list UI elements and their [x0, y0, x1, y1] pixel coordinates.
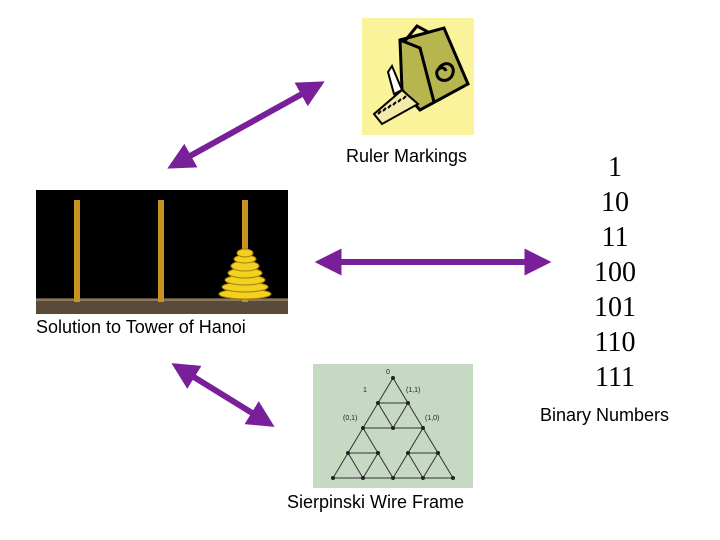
- sierpinski-node-label: (1,0): [425, 415, 439, 422]
- arrow-hanoi-ruler: [167, 81, 325, 169]
- tower-of-hanoi-label: Solution to Tower of Hanoi: [36, 317, 246, 337]
- sierpinski-graph-image: 0 1 (1,1) (1,0) (0,1): [331, 369, 455, 480]
- tape-measure-icon: [372, 24, 470, 126]
- sierpinski-node-label: (1,1): [406, 387, 420, 394]
- sierpinski-node-label: (0,1): [343, 415, 357, 422]
- binary-numbers-list: 1 10 11 100 101 110 111: [575, 150, 655, 395]
- binary-numbers-label: Binary Numbers: [540, 405, 670, 425]
- binary-number: 11: [601, 222, 629, 253]
- binary-number: 100: [594, 257, 636, 288]
- binary-number: 1: [608, 152, 622, 183]
- binary-number: 110: [594, 327, 636, 358]
- binary-number: 101: [594, 292, 636, 323]
- ruler-markings-label: Ruler Markings: [346, 146, 468, 166]
- sierpinski-wire-frame-label: Sierpinski Wire Frame: [287, 492, 465, 512]
- binary-number: 10: [601, 187, 629, 218]
- sierpinski-node-label: 1: [363, 387, 367, 394]
- tower-of-hanoi-image: [36, 190, 288, 314]
- binary-number: 111: [595, 362, 635, 393]
- sierpinski-node-label: 0: [386, 369, 390, 376]
- sierpinski-wire-frame-image: 0 1 (1,1) (1,0) (0,1): [313, 364, 473, 488]
- ruler-markings-image: [362, 18, 474, 135]
- arrow-hanoi-sierpinski: [171, 363, 275, 427]
- tower-of-hanoi-image: [36, 190, 288, 314]
